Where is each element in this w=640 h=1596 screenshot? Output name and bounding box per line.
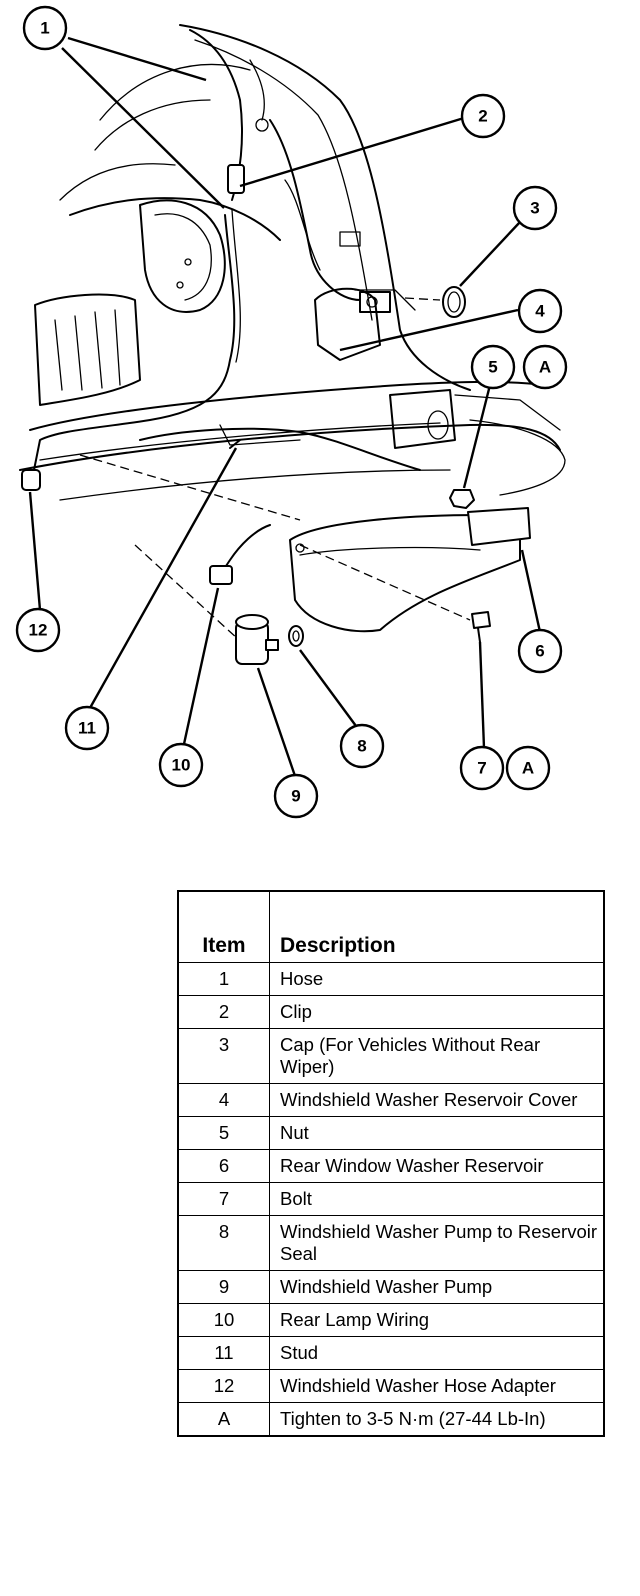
svg-text:10: 10 [172,756,191,775]
callout-9: 9 [273,773,319,819]
item-description: Nut [269,1116,605,1150]
svg-text:A: A [522,759,534,778]
item-description: Clip [269,995,605,1029]
callout-a-torque-5: A [522,344,568,390]
item-description: Windshield Washer Pump to Reservoir Seal [269,1215,605,1271]
callout-8: 8 [339,723,385,769]
svg-text:9: 9 [291,787,300,806]
item-description: Windshield Washer Reservoir Cover [269,1083,605,1117]
svg-text:7: 7 [477,759,486,778]
exploded-view-diagram: 1 2 3 4 5 A 6 7 A 8 9 10 11 12 [15,5,568,819]
svg-text:12: 12 [29,621,48,640]
item-description: Windshield Washer Hose Adapter [269,1369,605,1403]
item-description: Stud [269,1336,605,1370]
callout-6: 6 [517,628,563,674]
item-number: 6 [177,1149,270,1183]
callout-4: 4 [517,288,563,334]
item-description: Rear Lamp Wiring [269,1303,605,1337]
item-number: 5 [177,1116,270,1150]
svg-text:8: 8 [357,737,366,756]
item-description: Windshield Washer Pump [269,1270,605,1304]
item-number: 7 [177,1182,270,1216]
item-description: Hose [269,962,605,996]
callout-10: 10 [158,742,204,788]
svg-text:1: 1 [40,19,49,38]
callout-5: 5 [470,344,516,390]
item-number: 8 [177,1215,270,1271]
svg-text:2: 2 [478,107,487,126]
callout-1: 1 [22,5,68,51]
item-number: 12 [177,1369,270,1403]
item-number: 3 [177,1028,270,1084]
svg-text:A: A [539,358,551,377]
item-number: 10 [177,1303,270,1337]
callout-leader-lines [28,36,542,777]
item-column-header: Item [177,890,270,963]
svg-text:3: 3 [530,199,539,218]
callout-11: 11 [64,705,110,751]
callout-7: 7 [459,745,505,791]
callout-3: 3 [512,185,558,231]
callout-2: 2 [460,93,506,139]
svg-text:6: 6 [535,642,544,661]
item-number: A [177,1402,270,1437]
item-number: 1 [177,962,270,996]
item-description: Bolt [269,1182,605,1216]
item-number: 4 [177,1083,270,1117]
item-description: Rear Window Washer Reservoir [269,1149,605,1183]
item-number: 2 [177,995,270,1029]
svg-text:5: 5 [488,358,497,377]
diagram-svg: 1 2 3 4 5 A 6 7 A 8 9 10 11 12 [15,5,568,819]
svg-text:11: 11 [78,719,96,738]
callout-12: 12 [15,607,61,653]
svg-text:4: 4 [535,302,545,321]
legend-header-row: Item Description [177,890,605,963]
vehicle-body-drawing [19,24,566,665]
item-number: 11 [177,1336,270,1370]
item-description: Tighten to 3-5 N·m (27-44 Lb-In) [269,1402,605,1437]
description-column-header: Description [269,890,605,963]
item-number: 9 [177,1270,270,1304]
callout-a-torque-7: A [505,745,551,791]
item-description: Cap (For Vehicles Without Rear Wiper) [269,1028,605,1084]
